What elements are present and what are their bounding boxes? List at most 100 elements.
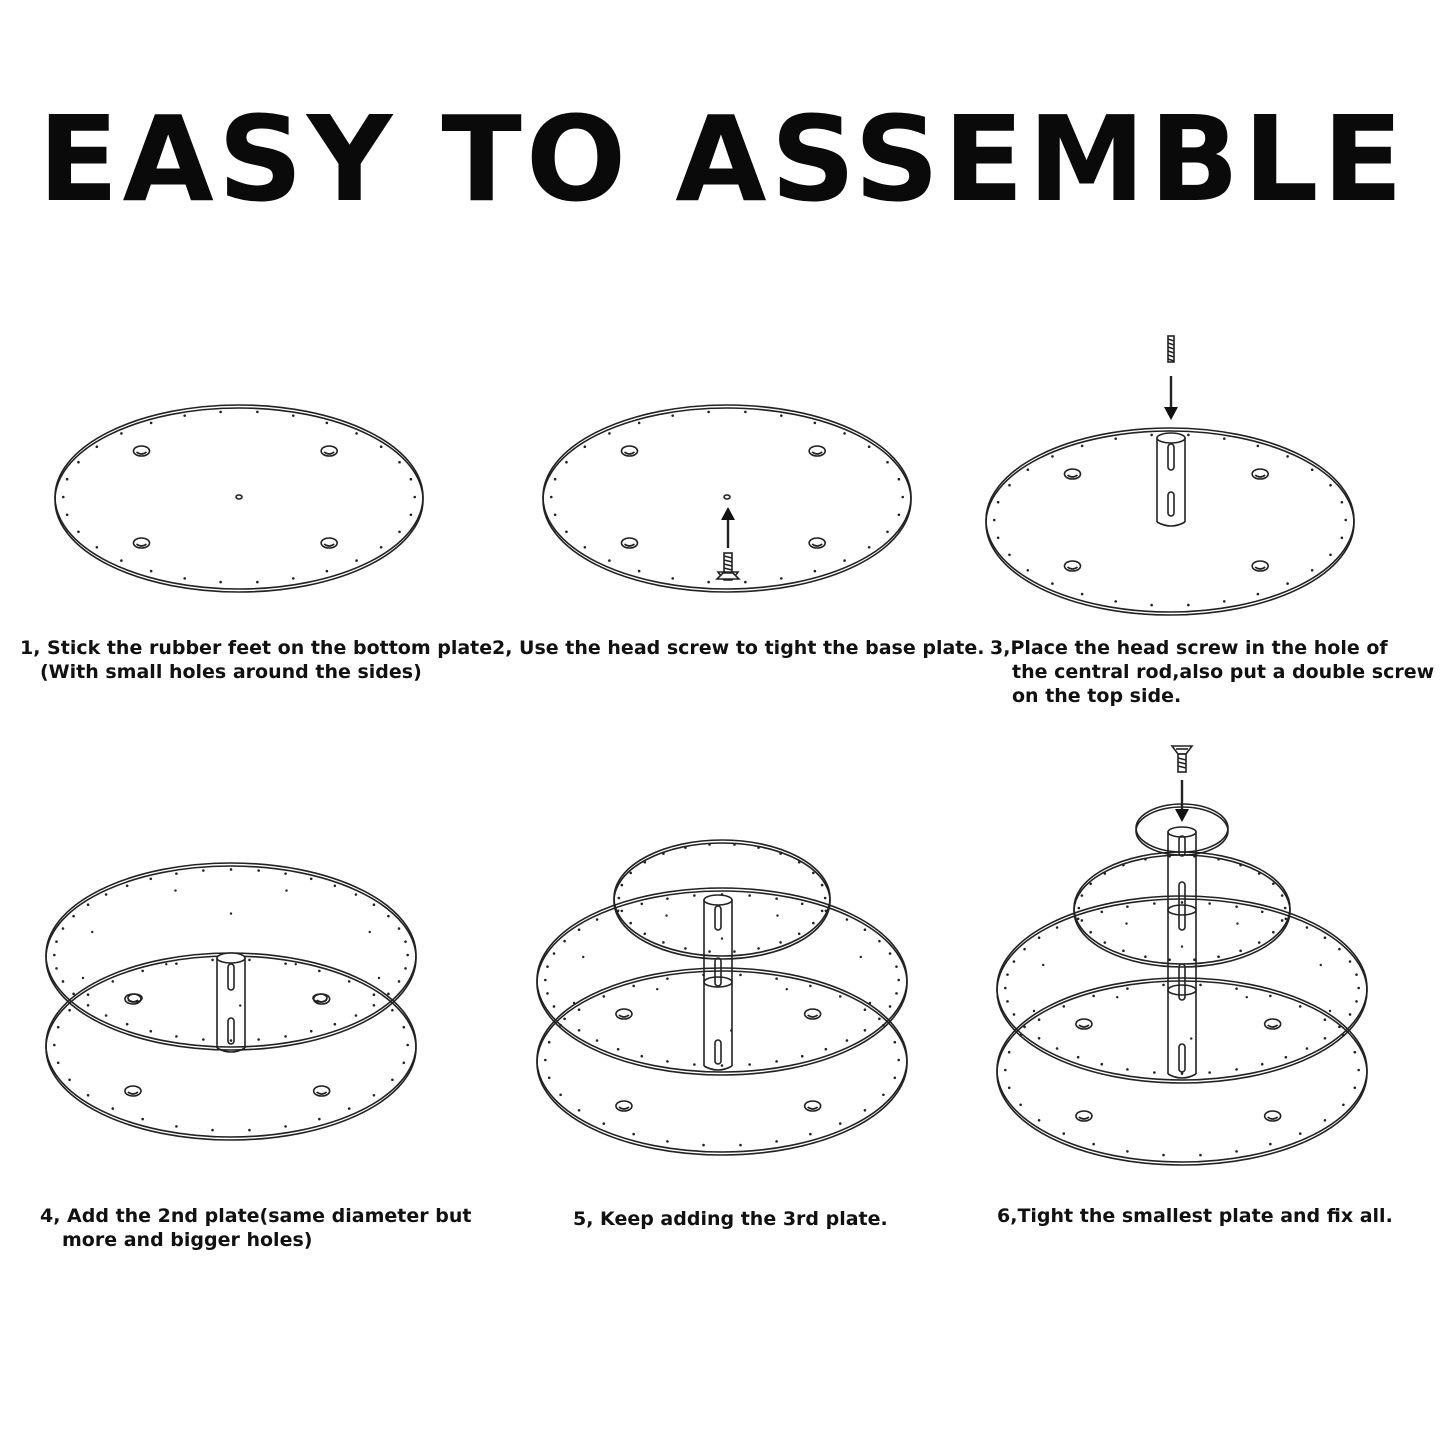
rim-hole (141, 1117, 144, 1121)
rim-hole (739, 1143, 742, 1147)
step-1-line-2: (With small holes around the sides) (40, 661, 422, 683)
rim-hole (1272, 882, 1275, 886)
rim-hole (1340, 536, 1344, 540)
rim-hole (379, 545, 383, 549)
foot-hole (803, 1008, 822, 1020)
rim-hole (666, 977, 669, 980)
inner-hole (81, 976, 85, 980)
rim-hole (354, 893, 358, 896)
rod-side (1167, 832, 1197, 1074)
rim-hole (1092, 994, 1095, 998)
arrow-head (1175, 809, 1189, 822)
plate (45, 862, 417, 1048)
step-3-illustration (985, 335, 1355, 616)
rim-hole (748, 894, 751, 897)
rim-hole (309, 877, 313, 881)
rim-hole (1089, 882, 1092, 886)
rim-hole (1168, 854, 1171, 858)
rim-hole (149, 1029, 153, 1033)
foot-hole (1251, 560, 1269, 572)
rim-hole (546, 992, 549, 995)
rim-hole (409, 513, 413, 517)
rim-hole (1340, 500, 1344, 504)
foot-hole-shadow (1078, 1116, 1090, 1120)
inner-hole (1245, 996, 1248, 999)
rim-hole (211, 1128, 214, 1132)
rim-hole (602, 1122, 606, 1125)
rod-slot (714, 957, 722, 987)
rim-hole (863, 928, 867, 932)
foot-hole (1075, 1018, 1093, 1030)
rim-hole (886, 460, 889, 464)
rim-hole (577, 1008, 581, 1012)
foot-hole-shadow (1066, 566, 1078, 570)
plate (536, 887, 908, 1073)
rim-hole (708, 950, 711, 953)
rim-hole (387, 914, 390, 918)
plate-edge (1073, 854, 1291, 968)
stud-thread (1167, 346, 1175, 350)
rim-hole (219, 410, 222, 414)
rim-hole (379, 445, 383, 449)
rim-hole (708, 843, 711, 846)
screw-head (1170, 745, 1194, 755)
rim-hole (1006, 973, 1009, 976)
rim-hole (86, 993, 90, 997)
rim-hole (1051, 455, 1054, 458)
rim-hole (1051, 582, 1054, 585)
rim-hole (1298, 1005, 1302, 1008)
rim-hole (565, 460, 568, 464)
rim-hole (68, 1008, 71, 1012)
inner-hole (859, 955, 862, 959)
rim-hole (602, 995, 606, 998)
rim-hole (1006, 1000, 1009, 1003)
rim-hole (372, 903, 376, 907)
rim-hole (1162, 983, 1165, 987)
rim-hole (1193, 854, 1196, 858)
rim-hole (1280, 919, 1284, 922)
rim-hole (757, 846, 760, 849)
rim-hole (1187, 433, 1190, 437)
rim-hole (797, 932, 801, 936)
rim-hole (553, 477, 557, 481)
rim-hole (318, 1117, 321, 1121)
rim-hole (901, 495, 905, 499)
rim-hole (1256, 592, 1260, 596)
rim-hole (595, 918, 599, 921)
rim-hole (1092, 1142, 1095, 1146)
rim-hole (1357, 986, 1360, 990)
rim-hole (104, 893, 108, 896)
inner-hole (174, 889, 177, 892)
rim-hole (1305, 926, 1309, 929)
rim-hole (248, 1128, 251, 1132)
rim-hole (608, 432, 611, 435)
rim-hole (333, 884, 337, 888)
inner-hole (868, 1001, 872, 1005)
inner-hole (776, 914, 779, 917)
inner-hole (1236, 922, 1239, 925)
rim-hole (693, 894, 696, 897)
step-4-caption: 4, Add the 2nd plate(same diameter but m… (40, 1204, 471, 1252)
rim-hole (813, 569, 817, 573)
rim-hole (318, 969, 321, 973)
rim-hole (1023, 947, 1026, 951)
rod-bottom (1167, 1073, 1197, 1079)
foot-hole (320, 445, 338, 457)
rim-hole (202, 869, 205, 872)
rim-hole (1235, 987, 1238, 990)
rim-hole (372, 1093, 376, 1097)
rim-hole (1329, 553, 1332, 557)
rim-hole (1217, 858, 1220, 861)
rim-hole (347, 1107, 351, 1110)
rod-side (1156, 438, 1186, 522)
inner-hole (165, 963, 168, 966)
rim-hole (1284, 917, 1288, 921)
rim-hole (111, 980, 115, 983)
rim-hole (1272, 930, 1275, 934)
step-6-illustration (996, 745, 1368, 1166)
rim-hole (546, 965, 549, 968)
foot-hole (615, 1008, 633, 1020)
foot-hole (1251, 468, 1269, 480)
rod-joint (1167, 984, 1197, 996)
rim-hole (211, 958, 214, 962)
